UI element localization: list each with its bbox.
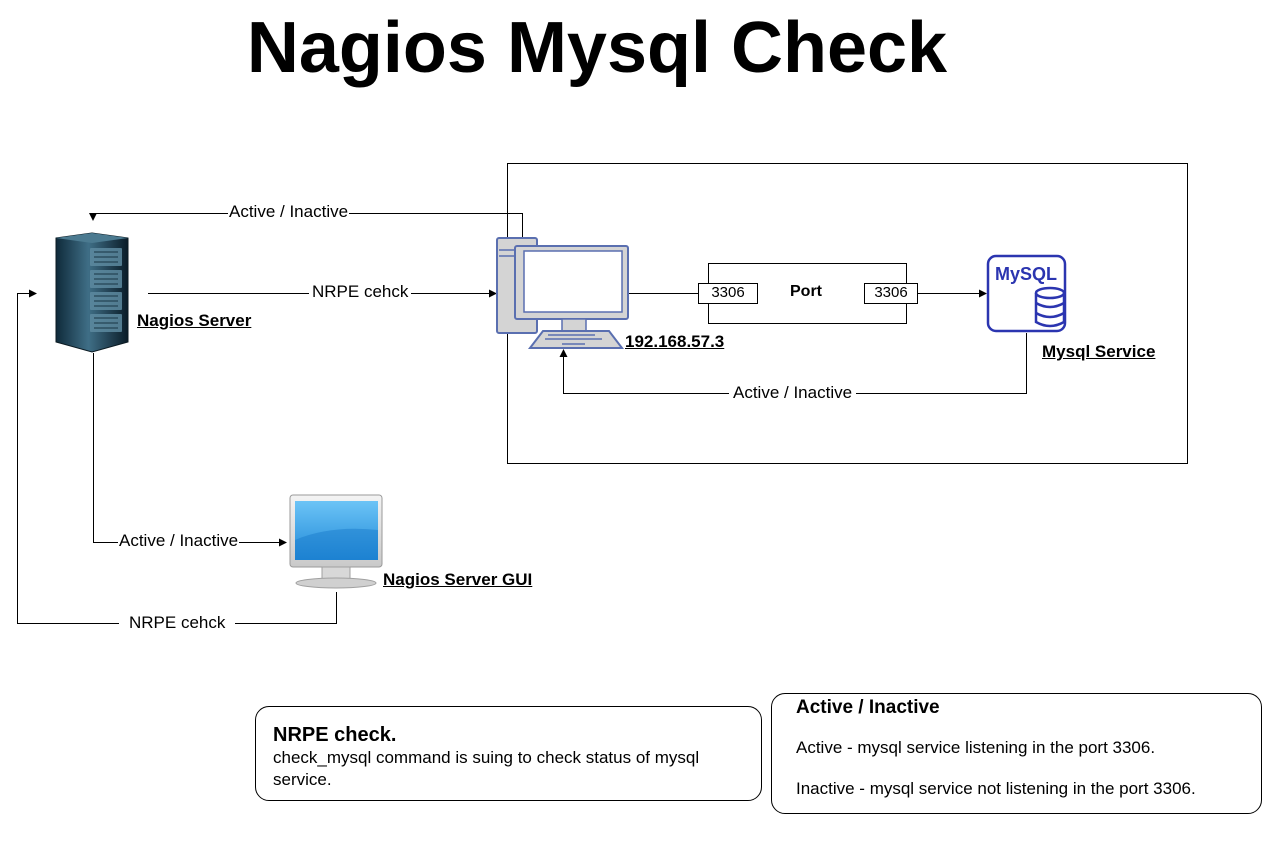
- server-rack-icon: [55, 232, 129, 353]
- mysql-database-icon: MySQL: [986, 254, 1067, 333]
- client-ip-label: 192.168.57.3: [625, 332, 725, 351]
- edge-label-active-mysql: Active / Inactive: [729, 383, 857, 403]
- nrpe-note-body: check_mysql command is suing to check st…: [273, 748, 700, 789]
- port-label: Port: [790, 283, 822, 300]
- nagios-server-label: Nagios Server: [137, 311, 252, 330]
- port-left-value: 3306: [698, 283, 758, 304]
- port-right-value: 3306: [864, 283, 918, 304]
- status-note-inactive: Inactive - mysql service not listening i…: [796, 779, 1196, 798]
- nrpe-note-heading: NRPE check.: [273, 724, 397, 746]
- diagram-title: Nagios Mysql Check: [246, 8, 948, 88]
- edge-label-active-gui: Active / Inactive: [118, 531, 240, 551]
- status-note-active: Active - mysql service listening in the …: [796, 738, 1156, 757]
- edge-label-active-top: Active / Inactive: [228, 202, 350, 222]
- mysql-logo-text: MySQL: [995, 264, 1057, 284]
- edge-active-gui: [93, 353, 287, 547]
- edge-label-nrpe-top: NRPE cehck: [309, 282, 412, 302]
- mysql-service-label: Mysql Service: [1042, 342, 1156, 361]
- monitor-icon: [289, 494, 383, 589]
- nagios-gui-label: Nagios Server GUI: [383, 570, 533, 589]
- edge-label-nrpe-bottom: NRPE cehck: [119, 613, 236, 633]
- status-note-heading: Active / Inactive: [796, 697, 940, 718]
- nrpe-note: NRPE check. check_mysql command is suing…: [255, 706, 762, 801]
- desktop-computer-icon: [496, 237, 629, 349]
- edge-nrpe-bottom: [17, 289, 337, 624]
- status-note: Active / Inactive Active - mysql service…: [771, 693, 1262, 814]
